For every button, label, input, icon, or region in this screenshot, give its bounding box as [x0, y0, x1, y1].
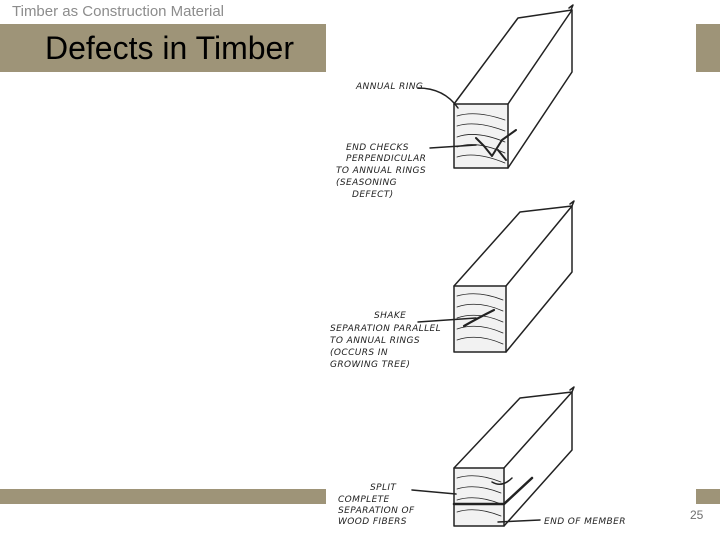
panel-end-checks: [417, 4, 574, 169]
label-end-checks-line3: (SEASONING: [336, 178, 397, 188]
label-shake-line4: GROWING TREE): [330, 360, 410, 370]
slide-header: Timber as Construction Material: [12, 3, 225, 20]
label-shake-line1: SEPARATION PARALLEL: [330, 324, 441, 334]
page-number: 25: [690, 508, 704, 522]
timber-defects-drawing: ANNUAL RING END CHECKS PERPENDICULAR TO …: [330, 4, 626, 527]
label-shake-line2: TO ANNUAL RINGS: [330, 336, 420, 346]
label-shake: SHAKE: [374, 311, 406, 321]
label-split-line1: COMPLETE: [338, 495, 390, 505]
panel-split: [411, 386, 575, 527]
label-split-line2: SEPARATION OF: [338, 506, 415, 516]
timber-defects-figure: ANNUAL RING END CHECKS PERPENDICULAR TO …: [326, 0, 696, 540]
label-end-checks-line4: DEFECT): [352, 190, 394, 200]
label-split-line3: WOOD FIBERS: [338, 517, 407, 527]
label-split: SPLIT: [370, 483, 397, 493]
label-shake-line3: (OCCURS IN: [330, 348, 388, 358]
label-end-checks: END CHECKS: [346, 143, 409, 153]
label-annual-ring: ANNUAL RING: [355, 82, 423, 92]
label-end-checks-line1: PERPENDICULAR: [346, 154, 426, 164]
panel-shake: [417, 200, 575, 353]
slide-title: Defects in Timber: [45, 30, 294, 66]
label-end-of-member: END OF MEMBER: [544, 517, 626, 527]
label-end-checks-line2: TO ANNUAL RINGS: [336, 166, 426, 176]
